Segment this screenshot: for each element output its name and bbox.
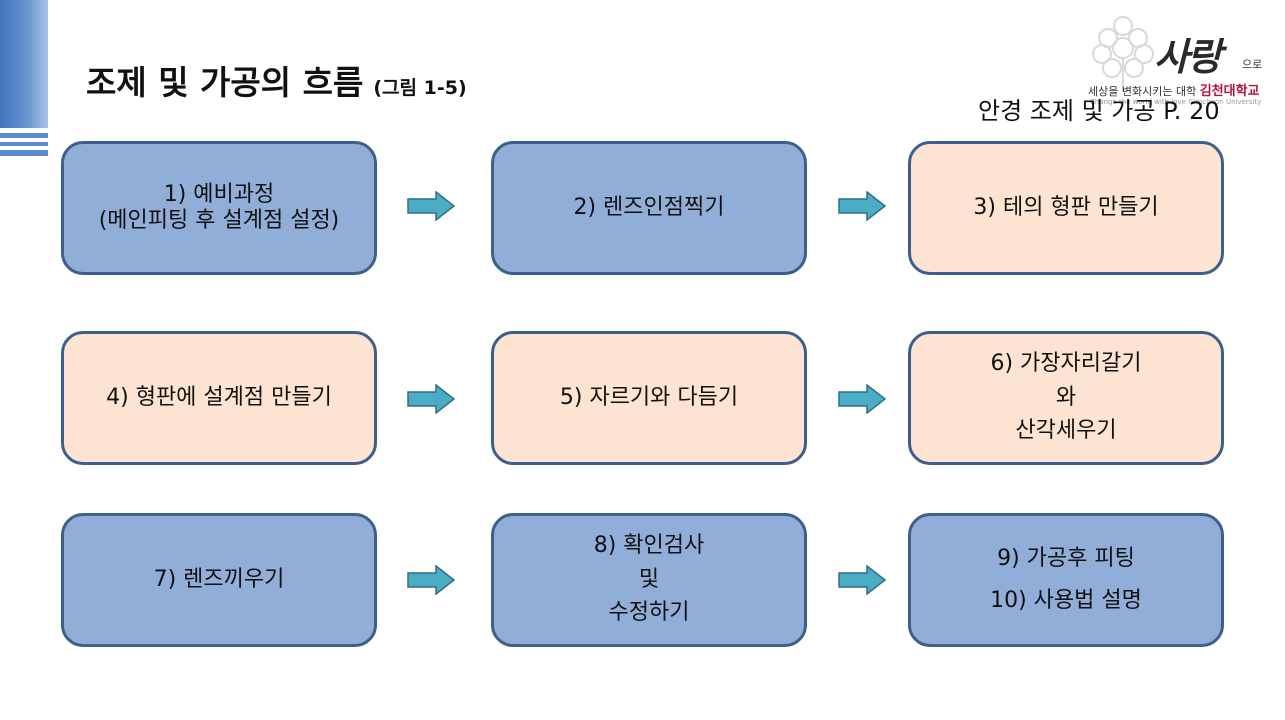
textbook-reference: 안경 조제 및 가공 P. 20 <box>978 97 1220 125</box>
step-line: 5) 자르기와 다듬기 <box>559 384 739 410</box>
logo-slogan: 세상을 변화시키는 대학 김천대학교 <box>1088 80 1260 99</box>
logo-university-name: 김천대학교 <box>1199 84 1260 99</box>
left-accent-stripe <box>0 142 48 146</box>
step-line: 산각세우기 <box>1015 418 1117 444</box>
step-line: 와 <box>1055 384 1077 410</box>
step-box-1: 1) 예비과정 (메인피팅 후 설계점 설정) <box>61 141 377 275</box>
step-line: 1) 예비과정 <box>163 181 275 207</box>
step-line: 4) 형판에 설계점 만들기 <box>106 384 332 410</box>
step-box-4: 4) 형판에 설계점 만들기 <box>61 331 377 465</box>
flow-arrow-icon <box>838 384 887 414</box>
step-line: 6) 가장자리갈기 <box>990 351 1142 377</box>
step-box-8: 8) 확인검사 및 수정하기 <box>491 513 807 647</box>
logo-suffix: 으로 <box>1242 58 1263 71</box>
flow-arrow-icon <box>407 565 456 595</box>
step-line: (메인피팅 후 설계점 설정) <box>98 208 340 233</box>
logo-slogan-text: 세상을 변화시키는 대학 <box>1088 85 1197 98</box>
step-line: 2) 렌즈인점찍기 <box>573 194 725 220</box>
step-box-7: 7) 렌즈끼우기 <box>61 513 377 647</box>
flow-arrow-icon <box>838 191 887 221</box>
step-box-6: 6) 가장자리갈기 와 산각세우기 <box>908 331 1224 465</box>
left-accent-stripe <box>0 133 48 138</box>
step-line: 10) 사용법 설명 <box>990 588 1142 613</box>
flow-arrow-icon <box>407 384 456 414</box>
step-line: 8) 확인검사 <box>593 533 705 559</box>
logo-script-text: 사랑 <box>1154 34 1222 79</box>
step-line: 7) 렌즈끼우기 <box>153 566 285 592</box>
page-title: 조제 및 가공의 흐름 (그림 1-5) <box>86 56 467 104</box>
step-box-2: 2) 렌즈인점찍기 <box>491 141 807 275</box>
logo-english-text: Change the world with love Gimcheon Univ… <box>1090 98 1262 106</box>
step-line: 9) 가공후 피팅 <box>997 545 1135 571</box>
flower-emblem-icon <box>1092 16 1154 92</box>
step-line: 및 <box>638 566 660 592</box>
step-box-3: 3) 테의 형판 만들기 <box>908 141 1224 275</box>
step-line: 수정하기 <box>608 600 690 626</box>
figure-number: (그림 1-5) <box>373 77 467 99</box>
step-line: 3) 테의 형판 만들기 <box>973 194 1159 220</box>
left-accent-stripe <box>0 150 48 156</box>
step-box-9: 9) 가공후 피팅 10) 사용법 설명 <box>908 513 1224 647</box>
step-box-5: 5) 자르기와 다듬기 <box>491 331 807 465</box>
flow-arrow-icon <box>838 565 887 595</box>
university-logo: 사랑 으로 세상을 변화시키는 대학 김천대학교 Change the worl… <box>1086 12 1270 108</box>
left-accent-bar <box>0 0 48 128</box>
title-text: 조제 및 가공의 흐름 <box>86 63 364 102</box>
flow-arrow-icon <box>407 191 456 221</box>
